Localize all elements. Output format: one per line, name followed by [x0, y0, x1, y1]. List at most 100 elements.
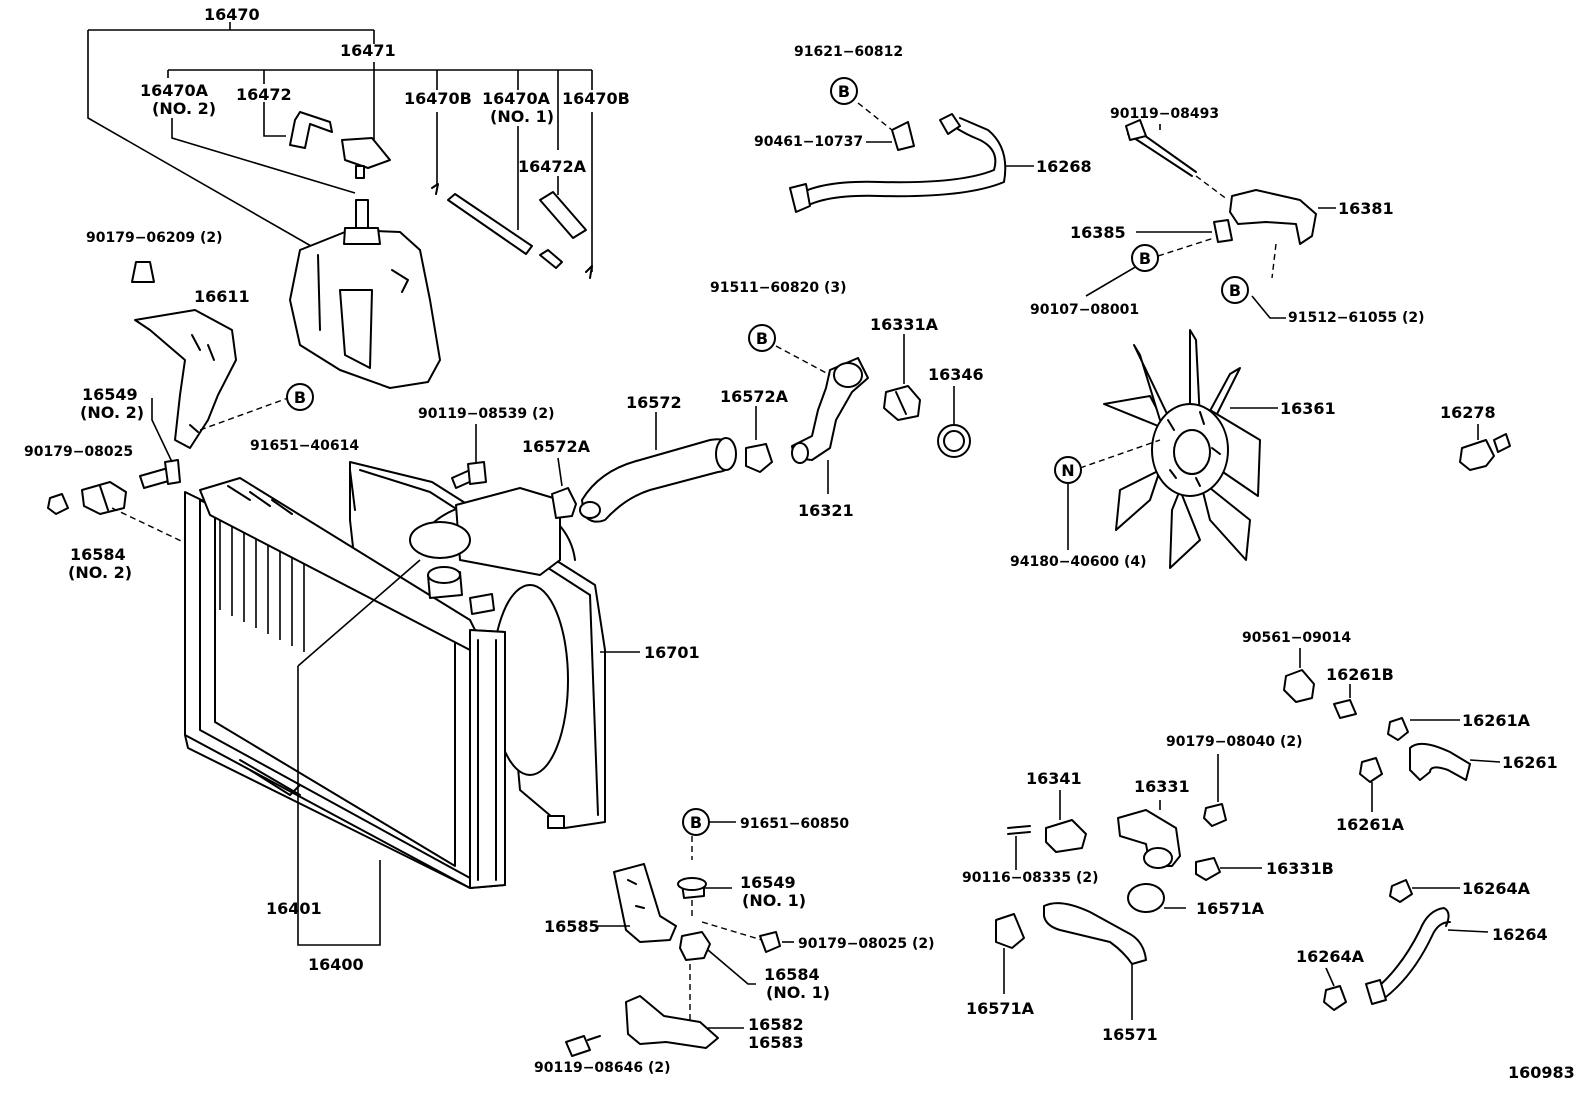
callout-90179-06209: 90179−06209 (2): [86, 230, 223, 246]
clamp-16571A-a-part: [995, 913, 1025, 949]
callout-91621-60812: 91621−60812: [794, 44, 903, 60]
clamp-16572A-a-part: [551, 487, 577, 519]
callout-90119-08493: 90119−08493: [1110, 106, 1219, 122]
clamp-16264A-a-part: [1389, 879, 1413, 903]
lower-bracket-group: [565, 821, 794, 1057]
callout-16331B: 16331B: [1266, 859, 1334, 878]
callout-90116-08335: 90116−08335 (2): [962, 870, 1099, 886]
callout-16571A-b: 16571A: [1196, 899, 1265, 918]
callout-16261A-b: 16261A: [1336, 815, 1405, 834]
heater-hose-group: [1283, 648, 1501, 1011]
callout-16549-no1-sub: (NO. 1): [742, 891, 806, 910]
upper-hose-group: [451, 334, 971, 523]
bracket-16611-part: [134, 309, 237, 449]
callout-90107-08001: 90107−08001: [1030, 302, 1139, 318]
pipe-16261B-part: [1333, 699, 1357, 719]
clip-90179-08040-part: [1203, 803, 1227, 827]
callout-90119-08539: 90119−08539 (2): [418, 406, 555, 422]
callout-16400: 16400: [308, 955, 364, 974]
callout-16470A-no2: 16470A: [140, 81, 209, 100]
callout-16584-no2-sub: (NO. 2): [68, 563, 132, 582]
reservoir-group: [87, 22, 593, 389]
callout-90179-08040: 90179−08040 (2): [1166, 734, 1303, 750]
callout-16361: 16361: [1280, 399, 1336, 418]
callout-16261B: 16261B: [1326, 665, 1394, 684]
marker-b-3: [1221, 276, 1249, 304]
plug-16278-part: [1459, 439, 1495, 471]
marker-n: [1054, 456, 1082, 484]
callout-16571A-a: 16571A: [966, 999, 1035, 1018]
marker-b-4-label: B: [756, 329, 768, 348]
callout-91651-60850: 91651−60850: [740, 816, 849, 832]
callout-16261: 16261: [1502, 753, 1558, 772]
callout-94180-40600: 94180−40600 (4): [1010, 554, 1147, 570]
bracket-16381-part: [1229, 189, 1317, 245]
clip-90179-08025-a-part: [47, 493, 69, 515]
diagram-id: 160983: [1508, 1063, 1575, 1082]
callout-16585: 16585: [544, 917, 600, 936]
callout-16278: 16278: [1440, 403, 1496, 422]
clip-90179-08025-b-part: [759, 931, 781, 953]
callout-16346: 16346: [928, 365, 984, 384]
marker-b-1-label: B: [838, 82, 850, 101]
callout-16331: 16331: [1134, 777, 1190, 796]
callout-16268: 16268: [1036, 157, 1092, 176]
callout-16572A-a: 16572A: [522, 437, 591, 456]
marker-b-2-label: B: [1139, 249, 1151, 268]
callout-16470A-no2-sub: (NO. 2): [152, 99, 216, 118]
water-pipe-16268: [795, 117, 1007, 211]
clip-90179-06209-part: [131, 261, 155, 283]
marker-b-1: [830, 77, 858, 105]
grommet-16584-no1-part: [679, 931, 711, 961]
callout-16261A-a: 16261A: [1462, 711, 1531, 730]
callout-16470: 16470: [204, 5, 260, 24]
plug-16331B-part: [1195, 857, 1221, 881]
marker-b-3-label: B: [1229, 281, 1241, 300]
gasket-16341-part: [1045, 819, 1087, 853]
callout-16549-no2: 16549: [82, 385, 138, 404]
gasket-16346: [937, 424, 971, 458]
callout-16549-no1: 16549: [740, 873, 796, 892]
callout-16401: 16401: [266, 899, 322, 918]
marker-b-4: [748, 324, 776, 352]
callout-16470B-b: 16470B: [562, 89, 630, 108]
callout-91511-60820: 91511−60820 (3): [710, 280, 847, 296]
callout-90179-08025-b: 90179−08025 (2): [798, 936, 935, 952]
callout-16385: 16385: [1070, 223, 1126, 242]
pipe-16268-group: [789, 102, 1034, 213]
hose-16472-part: [289, 111, 333, 149]
callout-90119-08646: 90119−08646 (2): [534, 1060, 671, 1076]
callout-16470A-no1: 16470A: [482, 89, 551, 108]
callout-16582: 16582: [748, 1015, 804, 1034]
bolt-90119-08646-part: [565, 1035, 591, 1057]
callout-16472: 16472: [236, 85, 292, 104]
marker-b-5-label: B: [294, 388, 306, 407]
callout-16331A: 16331A: [870, 315, 939, 334]
callout-16381: 16381: [1338, 199, 1394, 218]
fan-group: [1067, 119, 1511, 569]
callout-16264A-a: 16264A: [1462, 879, 1531, 898]
reference-markers: B B B B B B N: [286, 77, 1249, 836]
reservoir-tank: [289, 229, 441, 389]
hose-16264-part: [1371, 907, 1451, 1001]
clamp-16572A-b-part: [745, 443, 773, 473]
hose-16261-part: [1409, 742, 1471, 781]
marker-n-label: N: [1061, 461, 1074, 480]
callout-16472A: 16472A: [518, 157, 587, 176]
callout-16470B-a: 16470B: [404, 89, 472, 108]
fan-16361-part: [1103, 329, 1261, 569]
callout-16549-no2-sub: (NO. 2): [80, 403, 144, 422]
callout-16470A-no1-sub: (NO. 1): [490, 107, 554, 126]
callout-91651-40614: 91651−40614: [250, 438, 359, 454]
callout-16583: 16583: [748, 1033, 804, 1052]
marker-b-6-label: B: [690, 813, 702, 832]
water-outlet-group: [995, 754, 1262, 1020]
callout-16264: 16264: [1492, 925, 1548, 944]
callout-16701: 16701: [644, 643, 700, 662]
callout-16584-no1: 16584: [764, 965, 820, 984]
nut-16385-part: [1213, 219, 1233, 243]
hose-16472A-part: [539, 191, 587, 239]
callout-16611: 16611: [194, 287, 250, 306]
cap-16471-part: [341, 137, 391, 169]
